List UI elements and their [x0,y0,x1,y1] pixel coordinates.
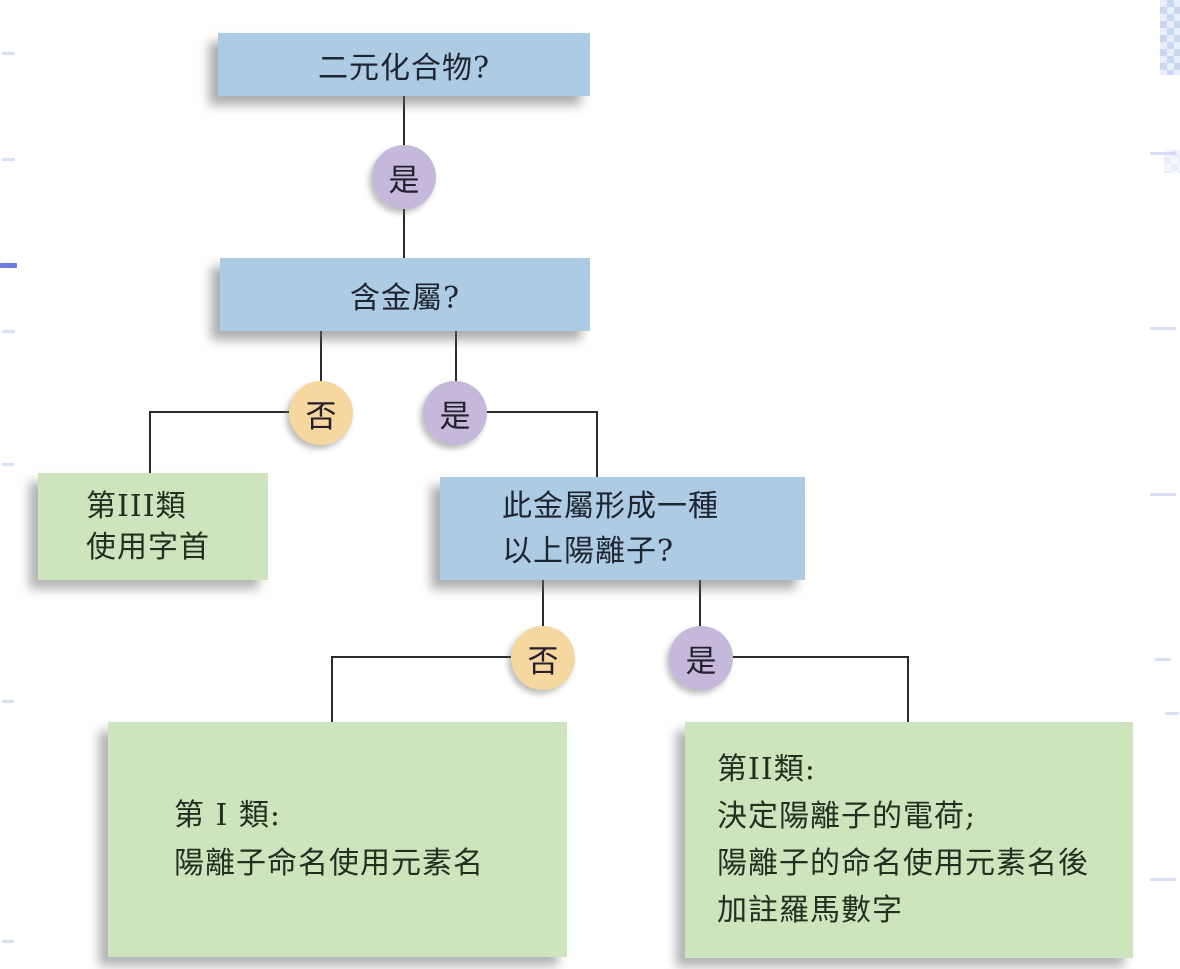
edge-mark [2,158,15,161]
connector-line [331,656,333,724]
result-box-type-1: 第 I 類: 陽離子命名使用元素名 [108,722,567,957]
no-circle: 否 [289,381,353,445]
result-box-line: 決定陽離子的電荷; [717,799,977,834]
edge-mark [1150,152,1176,155]
result-box-line: 加註羅馬數字 [717,893,903,928]
connector-line [907,656,909,722]
edge-mark [0,263,17,268]
yes-circle: 是 [423,381,487,445]
connector-line [596,411,598,479]
yes-circle: 是 [669,626,733,690]
edge-mark [1150,493,1176,496]
result-box-line: 使用字首 [86,529,210,565]
edge-mark [2,463,14,466]
decision-box-label: 二元化合物? [317,50,491,86]
decision-box-label-line: 以上陽離子? [502,533,675,569]
connector-line [149,411,292,413]
connector-line [320,330,322,383]
edge-mark [2,52,15,55]
connector-line [331,656,514,658]
decision-box-multiple-cations: 此金屬形成一種 以上陽離子? [440,477,805,580]
yes-label: 是 [439,398,471,435]
connector-line [403,208,405,260]
connector-line [149,411,151,475]
edge-mark [1165,712,1179,715]
connector-line [732,656,909,658]
connector-line [542,579,544,628]
decision-box-label-line: 此金屬形成一種 [502,488,719,524]
connector-line [403,96,405,146]
yes-label: 是 [685,643,717,680]
connector-line [455,330,457,383]
decision-box-label: 含金屬? [349,280,461,316]
result-box-line: 第 I 類: [174,797,282,833]
edge-mark [2,940,14,943]
result-box-type-2: 第II類: 決定陽離子的電荷; 陽離子的命名使用元素名後 加註羅馬數字 [685,722,1133,958]
result-box-line: 第III類 [86,488,187,524]
result-box-line: 第II類: [717,752,816,787]
no-label: 否 [527,643,559,680]
yes-label: 是 [388,162,420,199]
connector-line [486,411,598,413]
edge-mark [2,700,14,703]
result-box-line: 陽離子命名使用元素名 [174,845,484,881]
page-corner-pattern [1160,0,1180,75]
edge-mark [1150,327,1176,330]
page-corner-pattern [1164,150,1180,173]
no-circle: 否 [511,626,575,690]
edge-mark [1155,658,1171,661]
no-label: 否 [305,398,337,435]
edge-mark [2,330,15,333]
result-box-line: 陽離子的命名使用元素名後 [717,846,1089,881]
connector-line [699,579,701,628]
result-box-type-3: 第III類 使用字首 [38,473,268,580]
edge-mark [1150,878,1176,881]
decision-box-binary-compound: 二元化合物? [218,33,590,96]
decision-box-contains-metal: 含金屬? [220,258,590,331]
yes-circle: 是 [372,145,436,209]
